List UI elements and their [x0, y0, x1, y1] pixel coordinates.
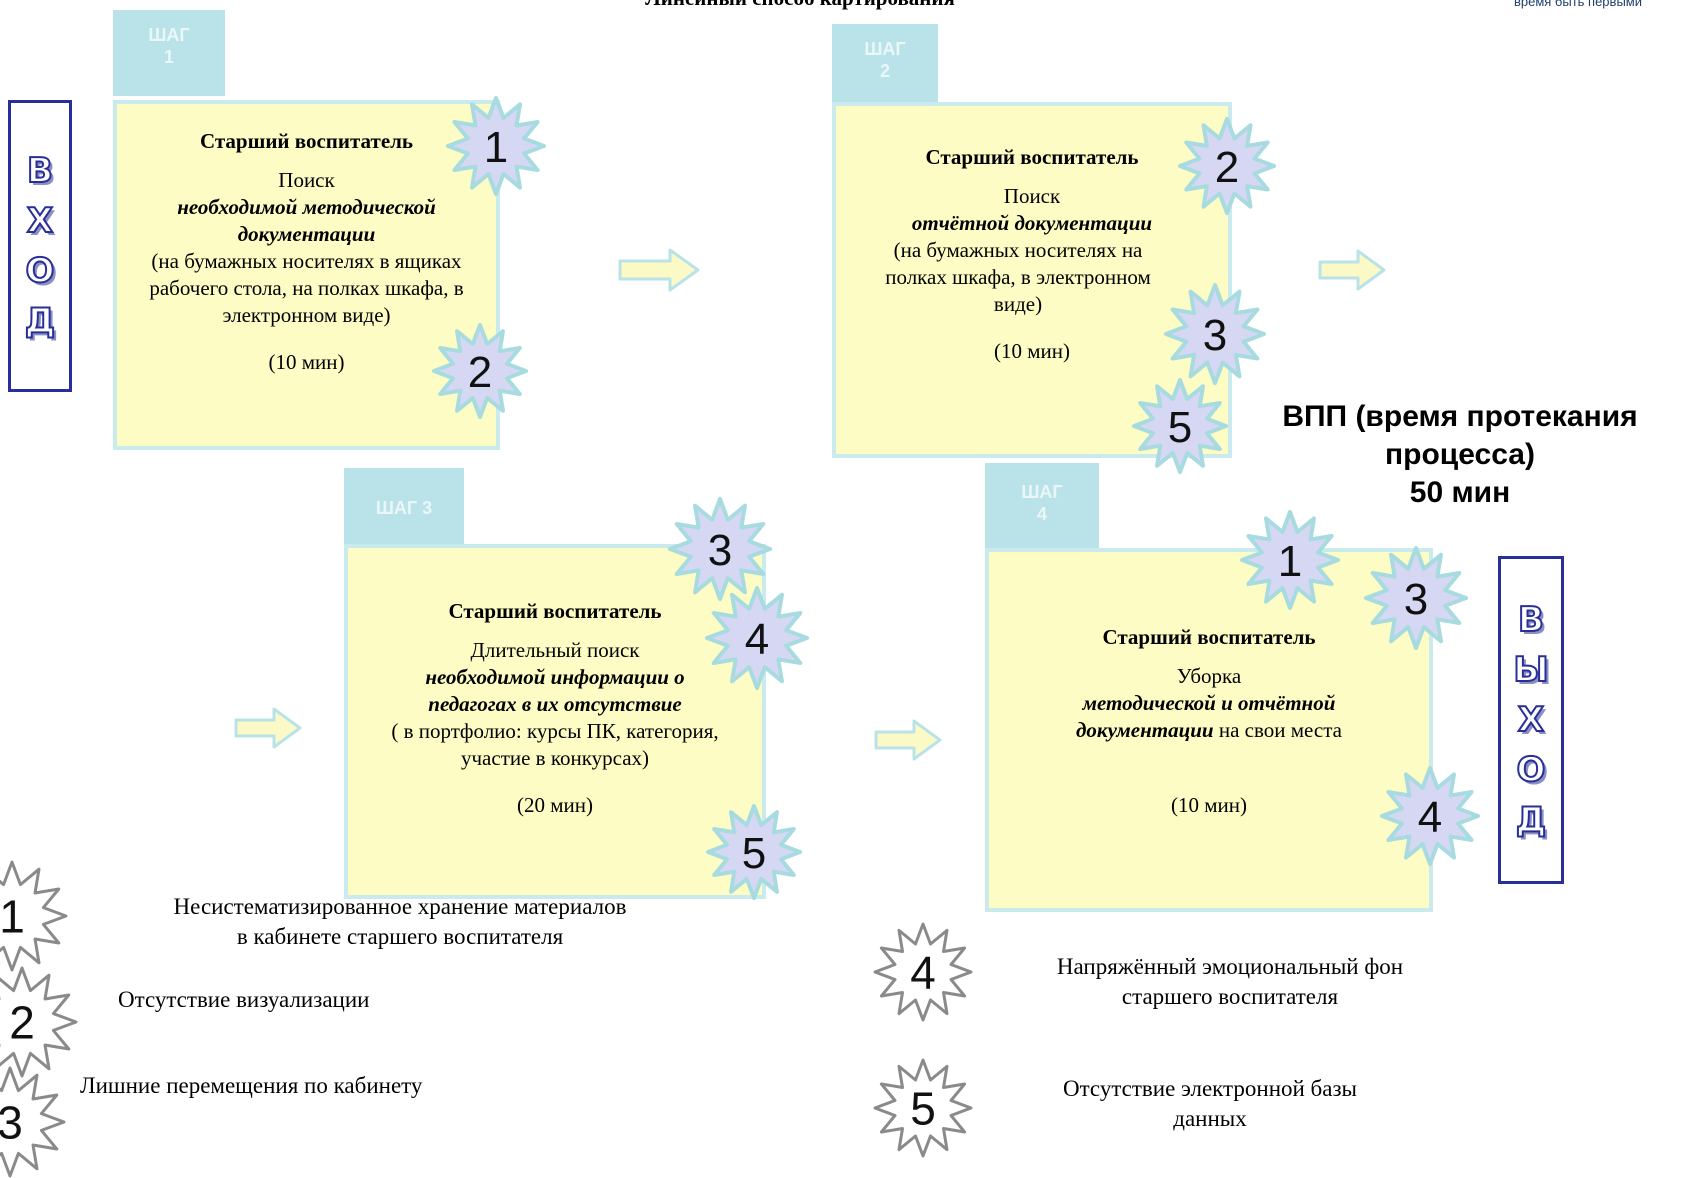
total-time-line: процесса)	[1385, 438, 1535, 471]
entry-letter: Х	[26, 200, 54, 242]
step-tail: на свои места	[1213, 718, 1342, 742]
step-tab-label: ШАГ	[148, 25, 190, 45]
step-lead: Поиск	[278, 168, 335, 192]
exit-letter: О	[1516, 749, 1547, 791]
brand-tagline: время быть первыми	[1513, 0, 1642, 9]
burst-number: 2	[9, 997, 35, 1049]
step-detail: (на бумажных носителях в ящиках рабочего…	[149, 249, 464, 327]
entry-letter: О	[25, 250, 56, 292]
legend-starburst-3-icon: 3	[0, 1066, 66, 1178]
legend-text-line: в кабинете старшего воспитателя	[236, 924, 564, 949]
step-time: (10 мин)	[1170, 793, 1247, 817]
legend-starburst-5-icon: 5	[873, 1058, 973, 1158]
legend-text-line: Несистематизированное хранение материало…	[173, 894, 627, 919]
exit-label: В Ы Х О Д	[1498, 556, 1564, 884]
legend-text-line: старшего воспитателя	[1121, 984, 1339, 1009]
step-time: (20 мин)	[516, 793, 593, 817]
step-emphasis: необходимой методической документации	[177, 195, 436, 246]
step-emphasis: методической и отчётной документации	[1076, 691, 1336, 742]
legend-text-1: Несистематизированное хранение материало…	[100, 892, 700, 952]
flow-arrow-icon	[1318, 248, 1386, 292]
step-tab-number: 4	[1036, 504, 1047, 524]
legend-text-3: Лишние перемещения по кабинету	[80, 1071, 560, 1101]
step-role: Старший воспитатель	[448, 599, 662, 623]
step-detail: (на бумажных носителях на полках шкафа, …	[885, 238, 1151, 316]
step-role: Старший воспитатель	[199, 129, 414, 153]
total-process-time: ВПП (время протекания процесса) 50 мин	[1240, 398, 1680, 512]
exit-letter: В	[1517, 599, 1545, 641]
flow-arrow-icon	[618, 247, 700, 293]
burst-number: 3	[0, 1097, 23, 1149]
step-emphasis: необходимой информации о педагогах в их …	[425, 665, 685, 716]
step-lead: Уборка	[1176, 664, 1242, 688]
step-tab-number: 1	[163, 47, 174, 67]
step-2-tab: ШАГ 2	[832, 24, 938, 104]
step-tab-label: ШАГ 3	[375, 498, 433, 518]
legend-text-line: данных	[1173, 1106, 1247, 1131]
burst-number: 5	[910, 1083, 936, 1135]
exit-letter: Д	[1515, 799, 1547, 841]
step-role: Старший воспитатель	[1102, 625, 1316, 649]
legend-text-2: Отсутствие визуализации	[118, 985, 478, 1015]
step-4-box: Старший воспитатель Уборка методической …	[985, 548, 1433, 912]
step-3-box: Старший воспитатель Длительный поиск нео…	[344, 544, 766, 899]
total-time-line: ВПП (время протекания	[1282, 400, 1638, 433]
step-lead: Поиск	[1003, 184, 1061, 208]
step-1-tab: ШАГ 1	[113, 10, 225, 96]
step-detail: ( в портфолио: курсы ПК, категория, учас…	[391, 719, 719, 770]
flow-arrow-icon	[874, 718, 942, 762]
exit-letter: Х	[1517, 699, 1545, 741]
entry-label: В Х О Д	[8, 100, 72, 392]
legend-starburst-1-icon: 1	[0, 860, 68, 972]
legend-text-4: Напряжённый эмоциональный фон старшего в…	[990, 952, 1470, 1012]
exit-letter: Ы	[1512, 649, 1549, 691]
legend-starburst-4-icon: 4	[873, 922, 973, 1022]
step-lead: Длительный поиск	[470, 638, 640, 662]
legend-text-line: Отсутствие визуализации	[118, 987, 370, 1012]
total-time-value: 50 мин	[1409, 476, 1511, 509]
step-emphasis: отчётной документации	[911, 211, 1153, 235]
legend-text-line: Отсутствие электронной базы	[1062, 1076, 1358, 1101]
legend-text-line: Напряжённый эмоциональный фон	[1056, 954, 1404, 979]
burst-number: 1	[0, 891, 25, 943]
step-tab-label: ШАГ	[1021, 482, 1063, 502]
legend-text-5: Отсутствие электронной базы данных	[1000, 1074, 1420, 1134]
step-tab-number: 2	[879, 61, 890, 81]
step-role: Старший воспитатель	[925, 145, 1139, 169]
step-time: (10 мин)	[268, 350, 345, 374]
step-4-tab: ШАГ 4	[985, 463, 1099, 553]
step-time: (10 мин)	[993, 339, 1070, 363]
step-tab-label: ШАГ	[864, 39, 906, 59]
entry-letter: Д	[24, 300, 56, 342]
flow-arrow-icon	[234, 706, 302, 750]
step-3-tab: ШАГ 3	[344, 468, 464, 548]
legend-starburst-2-icon: 2	[0, 966, 78, 1078]
page-title: Линейный способ картирования	[520, 0, 1080, 11]
burst-number: 4	[910, 947, 936, 999]
step-1-box: Старший воспитатель Поиск необходимой ме…	[113, 100, 500, 450]
entry-letter: В	[26, 150, 54, 192]
step-2-box: Старший воспитатель Поиск отчётной докум…	[832, 102, 1232, 458]
legend-text-line: Лишние перемещения по кабинету	[80, 1073, 423, 1098]
